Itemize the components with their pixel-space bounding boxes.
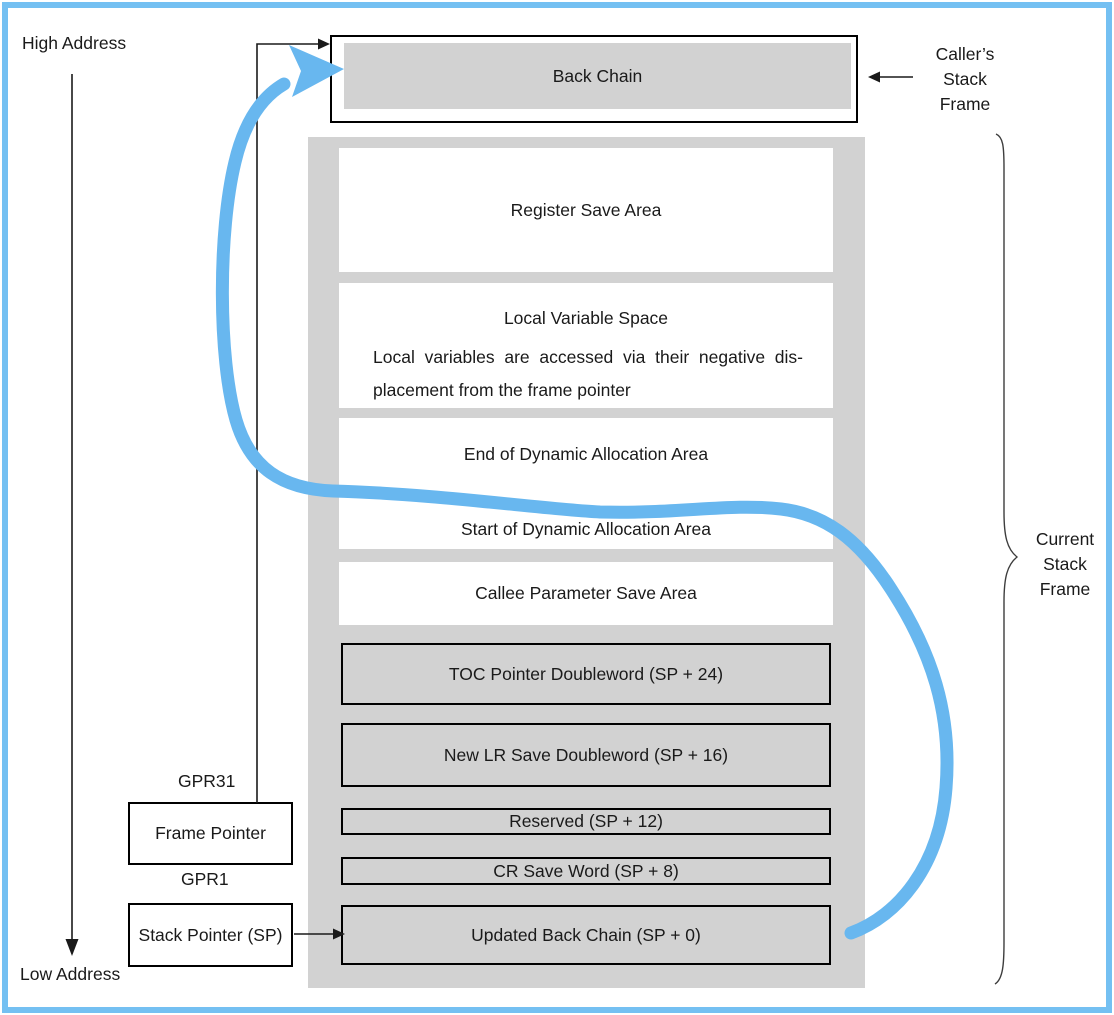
gpr31-label: GPR31	[178, 771, 236, 791]
callers-stack-frame-label: Caller’s Stack Frame	[935, 44, 995, 114]
toc-pointer-cell: TOC Pointer Doubleword (SP + 24)	[341, 643, 831, 705]
gpr1-label: GPR1	[181, 869, 229, 889]
back-chain-label: Back Chain	[552, 65, 643, 86]
frame-pointer-box: Frame Pointer	[128, 802, 293, 865]
dynamic-end-label: End of Dynamic Allocation Area	[463, 444, 709, 464]
current-stack-frame-label: Current Stack Frame	[1035, 529, 1095, 599]
new-lr-save-cell: New LR Save Doubleword (SP + 16)	[341, 723, 831, 787]
current-stack-frame-container: Register Save Area Local Variable Space …	[308, 137, 865, 988]
local-variable-space-cell: Local Variable Space Local variables are…	[339, 283, 833, 408]
dynamic-start-label: Start of Dynamic Allocation Area	[461, 519, 711, 539]
frame-pointer-label: Frame Pointer	[155, 823, 266, 843]
low-address-label: Low Address	[20, 964, 121, 984]
reserved-cell: Reserved (SP + 12)	[341, 808, 831, 835]
register-save-area-cell: Register Save Area	[339, 148, 833, 272]
local-variable-paragraph: Local variables are accessed via their n…	[373, 347, 803, 400]
stack-pointer-label: Stack Pointer (SP)	[138, 924, 283, 945]
cr-save-word-cell: CR Save Word (SP + 8)	[341, 857, 831, 885]
stack-pointer-box: Stack Pointer (SP)	[128, 903, 293, 967]
back-chain-cell: Back Chain	[344, 43, 851, 109]
local-variable-title: Local Variable Space	[503, 308, 669, 328]
updated-back-chain-cell: Updated Back Chain (SP + 0)	[341, 905, 831, 965]
high-address-label: High Address	[22, 33, 127, 53]
back-chain-box: Back Chain	[330, 35, 858, 123]
callee-parameter-save-cell: Callee Parameter Save Area	[339, 562, 833, 625]
dynamic-allocation-cell: End of Dynamic Allocation Area Start of …	[339, 418, 833, 549]
